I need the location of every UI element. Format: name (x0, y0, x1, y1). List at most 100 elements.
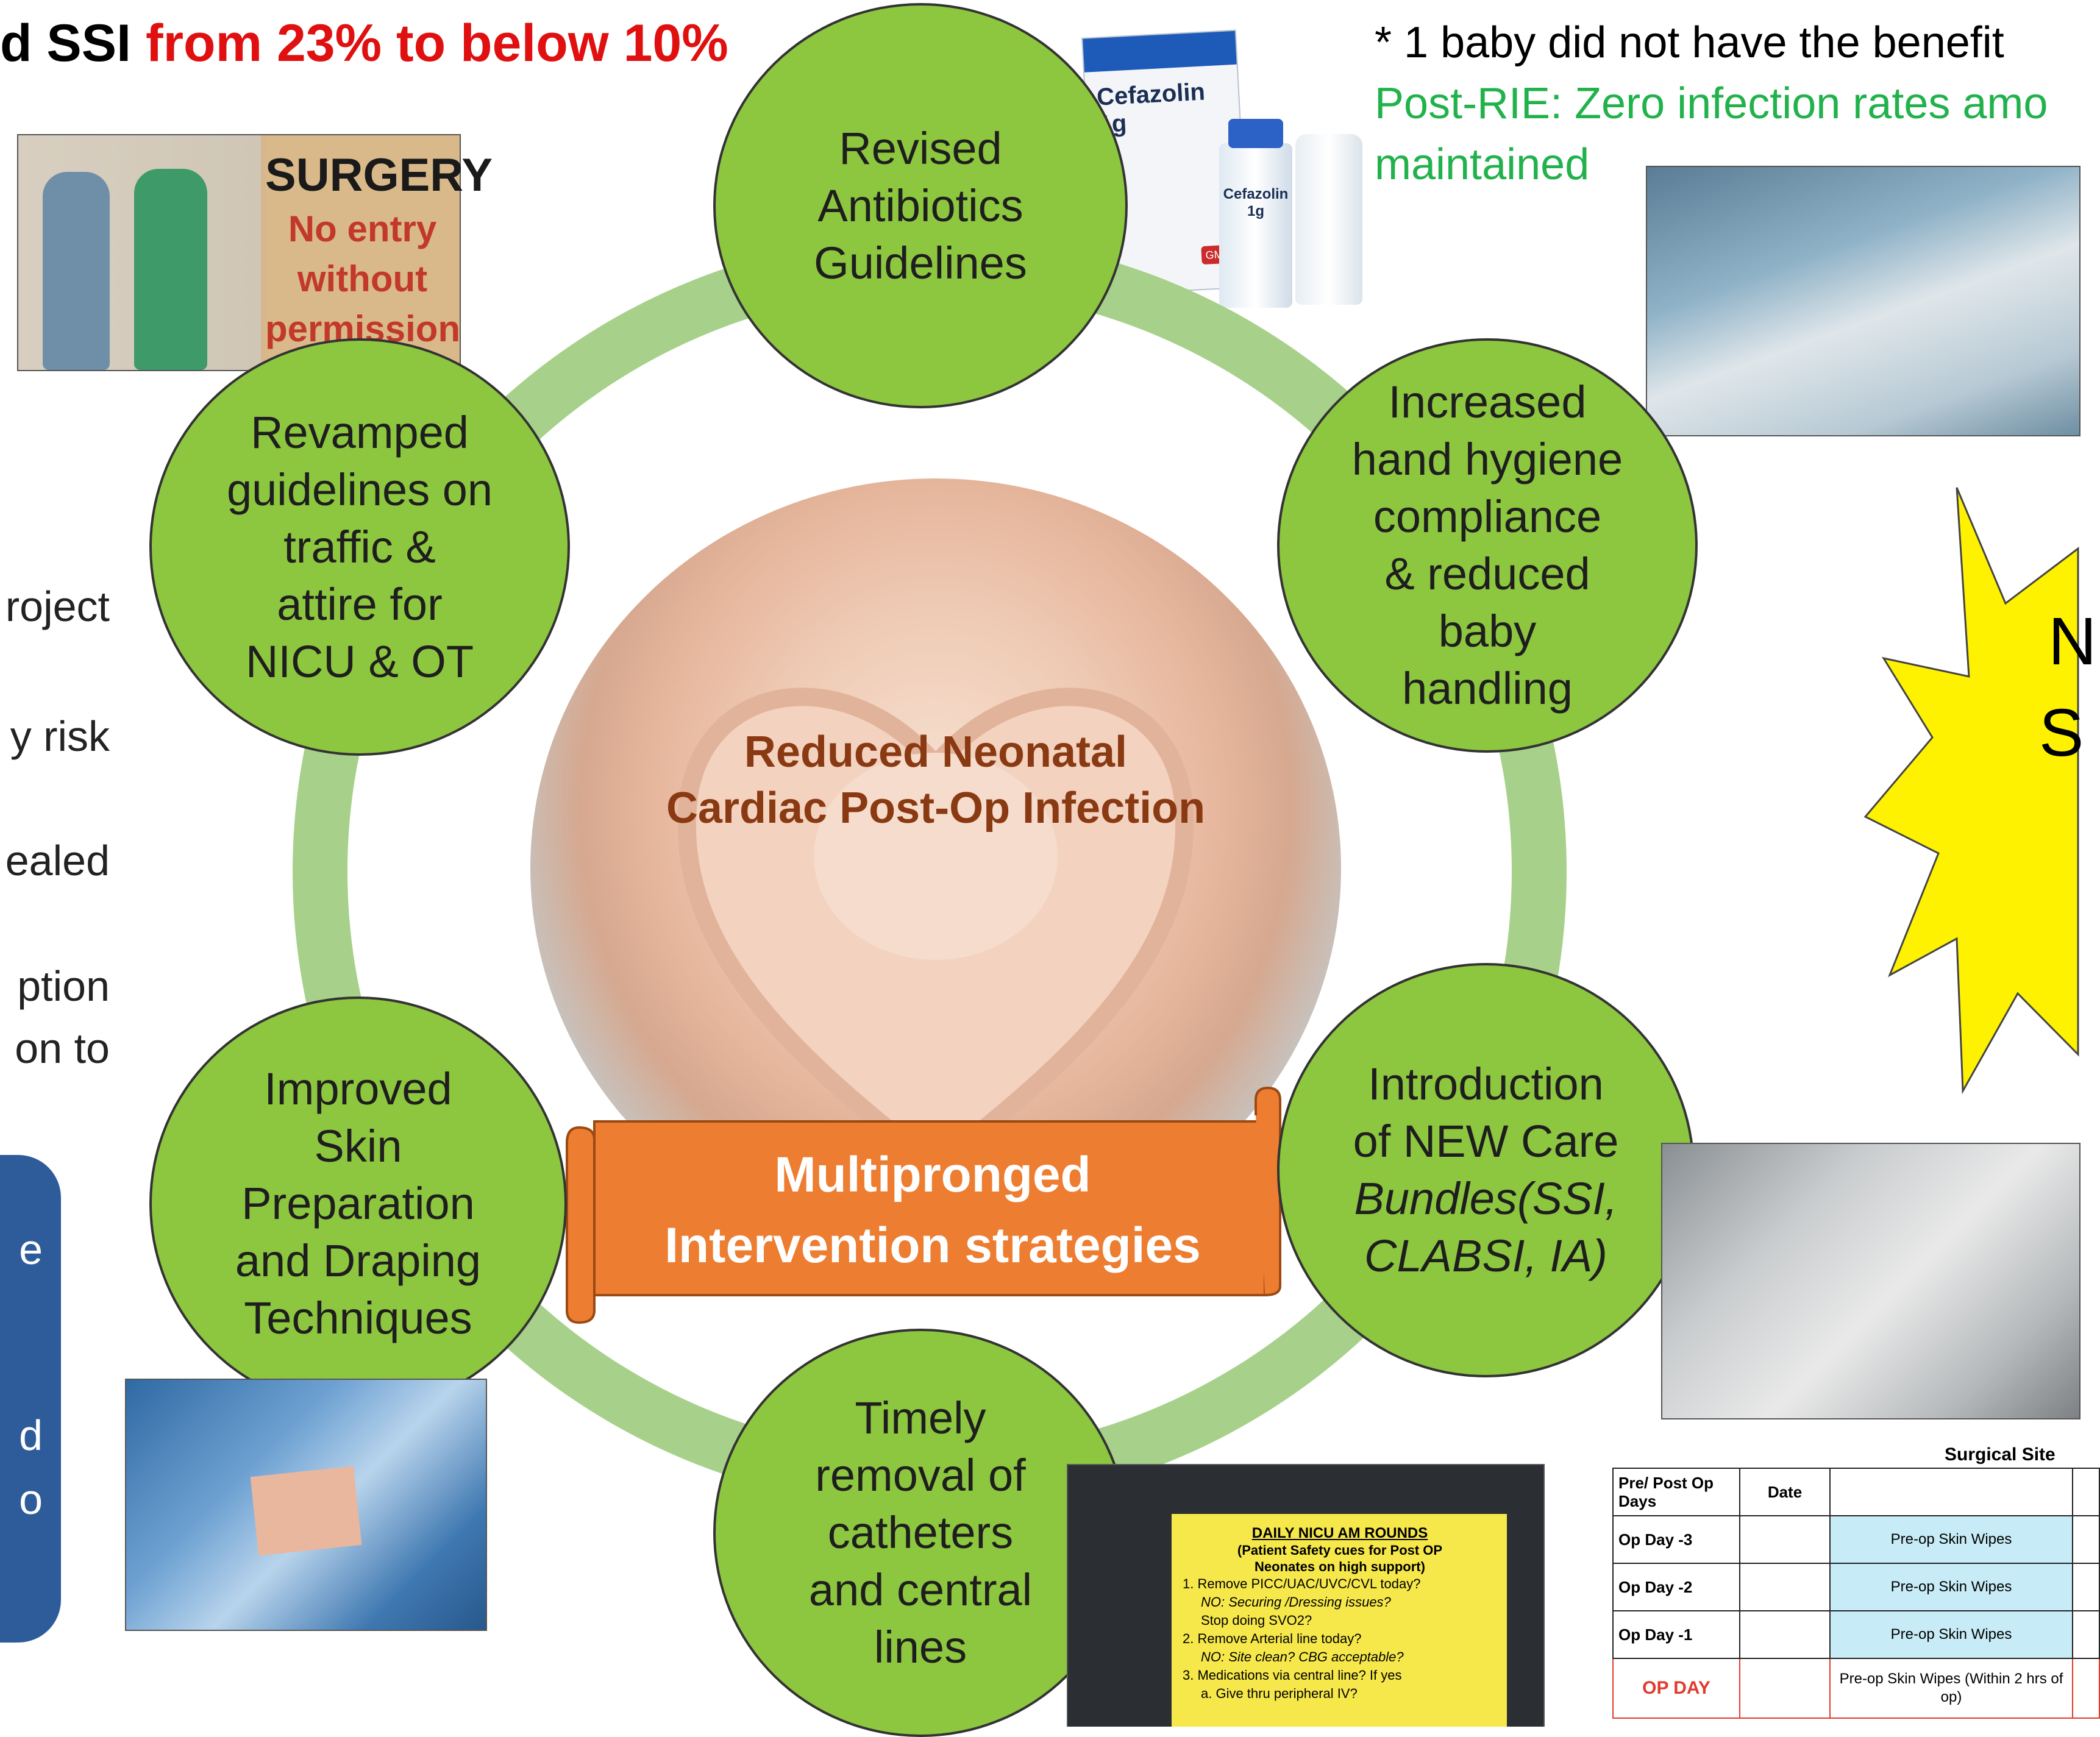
surgeon-figure-1 (43, 172, 110, 370)
starburst-line1: N (2048, 604, 2096, 679)
center-line1: Reduced Neonatal (744, 728, 1128, 776)
starburst-shape: N S (1863, 487, 2096, 1095)
surgery-sign-title: SURGERY (265, 149, 493, 201)
strategy-catheter-removal-line5: lines (874, 1622, 967, 1672)
surgery-sign-line1: No entry (288, 208, 437, 249)
starburst-line2: S (2039, 695, 2084, 770)
strategy-antibiotics-line2: Antibiotics (817, 180, 1023, 231)
skin-prep-photo (125, 1379, 487, 1631)
strategy-care-bundles: Introduction of NEW Care Bundles(SSI, CL… (1277, 963, 1695, 1377)
header-left-black: d SSI (0, 14, 132, 73)
strategy-hand-hygiene-line1: Increased (1388, 377, 1587, 427)
table-cell-day: Op Day -3 (1612, 1515, 1740, 1564)
table-header-row: Pre/ Post Op Days Date (1612, 1468, 2100, 1516)
left-fragment-1: roject (5, 583, 110, 630)
surgeon-figure-2 (134, 169, 207, 370)
strategy-antibiotics-line1: Revised (839, 123, 1002, 174)
banner-line1: Multipronged (774, 1147, 1091, 1202)
surgical-site-table: Surgical Site Pre/ Post Op Days Date Op … (1612, 1444, 2100, 1725)
surgery-photo: SURGERY No entry without permission (17, 134, 493, 371)
header-left: d SSI from 23% to below 10% (0, 13, 728, 74)
blue-box-fragment-2: d (19, 1412, 43, 1459)
strategy-skin-preparation-line5: Techniques (244, 1293, 472, 1343)
strategy-traffic-attire-line4: attire for (277, 578, 443, 630)
strategy-traffic-attire-line2: guidelines on (226, 464, 493, 515)
header-right-line1: * 1 baby did not have the benefit (1375, 18, 2004, 67)
strategy-hand-hygiene-line4: & reduced (1384, 549, 1590, 599)
table-header-date: Date (1739, 1468, 1831, 1516)
center-goal-text: Reduced Neonatal Cardiac Post-Op Infecti… (530, 724, 1341, 836)
nicu-card-item3b: a. Give thru peripheral IV? (1201, 1686, 1358, 1701)
nicu-card-item1b: NO: Securing /Dressing issues? (1201, 1594, 1391, 1610)
water-ampoule (1295, 134, 1362, 305)
left-fragment-5: on to (15, 1025, 110, 1072)
header-left-red: from 23% to below 10% (131, 14, 728, 73)
nicu-card-item3a: 3. Medications via central line? If yes (1183, 1668, 1402, 1683)
strategy-traffic-attire: Revamped guidelines on traffic & attire … (149, 338, 570, 756)
antibiotic-vial-label: Cefazolin 1g (1223, 186, 1289, 219)
strategy-antibiotics: Revised Antibiotics Guidelines (713, 3, 1128, 408)
strategy-traffic-attire-line3: traffic & (283, 521, 436, 572)
header-right-line3: maintained (1375, 140, 1590, 189)
table-cell-day: Op Day -2 (1612, 1563, 1740, 1611)
strategy-skin-preparation-line1: Improved (264, 1064, 452, 1114)
nicu-card-title: DAILY NICU AM ROUNDS (1251, 1525, 1428, 1541)
nicu-card-subtitle2: Neonates on high support) (1255, 1559, 1425, 1574)
strategy-skin-preparation-line2: Skin (314, 1121, 402, 1171)
surgical-site-table-title: Surgical Site (1945, 1444, 2056, 1465)
antibiotic-vial: Cefazolin 1g (1219, 119, 1292, 308)
left-fragment-4: ption (17, 962, 110, 1010)
surgical-site-grid: Pre/ Post Op Days Date Op Day -3 Pre-op … (1612, 1468, 2100, 1719)
strategy-catheter-removal-line1: Timely (855, 1393, 986, 1443)
strategy-catheter-removal-line3: catheters (827, 1507, 1014, 1558)
nicu-card-subtitle1: (Patient Safety cues for Post OP (1237, 1543, 1443, 1558)
blue-info-box: e d o (0, 1155, 61, 1643)
strategy-traffic-attire-line1: Revamped (251, 407, 469, 458)
table-row: Op Day -3 Pre-op Skin Wipes (1612, 1515, 2100, 1564)
header-right-line2: Post-RIE: Zero infection rates amo (1375, 79, 2048, 128)
strategy-hand-hygiene-line3: compliance (1373, 491, 1602, 542)
header-right: * 1 baby did not have the benefit Post-R… (1375, 12, 2048, 195)
left-fragment-2: y risk (10, 712, 110, 760)
table-cell-task: Pre-op Skin Wipes (Within 2 hrs of op) (1829, 1658, 2073, 1719)
strategy-care-bundles-line3: Bundles(SSI, (1354, 1173, 1618, 1224)
blue-box-fragment-1: e (19, 1226, 43, 1273)
table-cell-day: Op Day -1 (1612, 1610, 1740, 1659)
handwash-photo (1646, 166, 2080, 436)
nicu-card-item2b: NO: Site clean? CBG acceptable? (1201, 1649, 1404, 1664)
banner-line2: Intervention strategies (664, 1218, 1201, 1273)
left-fragment-3: ealed (5, 837, 110, 884)
strategy-antibiotics-line3: Guidelines (814, 237, 1027, 288)
table-cell-task: Pre-op Skin Wipes (1829, 1610, 2073, 1659)
nicu-card-item2a: 2. Remove Arterial line today? (1183, 1631, 1362, 1646)
nicu-card-item1c: Stop doing SVO2? (1201, 1613, 1312, 1628)
center-line2: Cardiac Post-Op Infection (666, 784, 1206, 833)
strategy-hand-hygiene-line2: hand hygiene (1351, 434, 1623, 485)
strategy-catheter-removal-line4: and central (808, 1565, 1033, 1615)
strategy-hand-hygiene-line5: baby (1438, 606, 1537, 656)
strategy-care-bundles-line1: Introduction (1368, 1059, 1604, 1109)
table-cell-task: Pre-op Skin Wipes (1829, 1515, 2073, 1564)
antibiotic-image: Cefazolin 1g GMP Cefazolin 1g (1081, 24, 1365, 308)
strategy-skin-preparation: Improved Skin Preparation and Draping Te… (149, 996, 567, 1411)
strategy-skin-preparation-line3: Preparation (241, 1178, 475, 1229)
table-cell-day: OP DAY (1612, 1658, 1740, 1719)
blue-box-fragment-3: o (19, 1476, 43, 1523)
strategy-traffic-attire-line5: NICU & OT (245, 636, 474, 687)
table-header-days: Pre/ Post Op Days (1612, 1468, 1740, 1516)
table-row: Op Day -2 Pre-op Skin Wipes (1612, 1563, 2100, 1611)
strategy-care-bundles-line4: CLABSI, IA) (1364, 1231, 1607, 1281)
strategy-skin-preparation-line4: and Draping (235, 1235, 482, 1286)
nicu-card-item1a: 1. Remove PICC/UAC/UVC/CVL today? (1183, 1576, 1421, 1591)
strategy-care-bundles-line2: of NEW Care (1353, 1116, 1619, 1167)
banner-text: Multipronged Intervention strategies (610, 1140, 1256, 1281)
table-row: Op Day -1 Pre-op Skin Wipes (1612, 1610, 2100, 1659)
care-bundle-photo (1661, 1143, 2080, 1419)
strategy-hand-hygiene-line6: handling (1402, 663, 1573, 714)
table-cell-task: Pre-op Skin Wipes (1829, 1563, 2073, 1611)
strategy-catheter-removal: Timely removal of catheters and central … (713, 1329, 1128, 1737)
nicu-rounds-card: DAILY NICU AM ROUNDS (Patient Safety cue… (1172, 1514, 1507, 1727)
surgery-sign: SURGERY No entry without permission (265, 135, 493, 370)
nicu-rounds-photo: DAILY NICU AM ROUNDS (Patient Safety cue… (1067, 1464, 1545, 1727)
